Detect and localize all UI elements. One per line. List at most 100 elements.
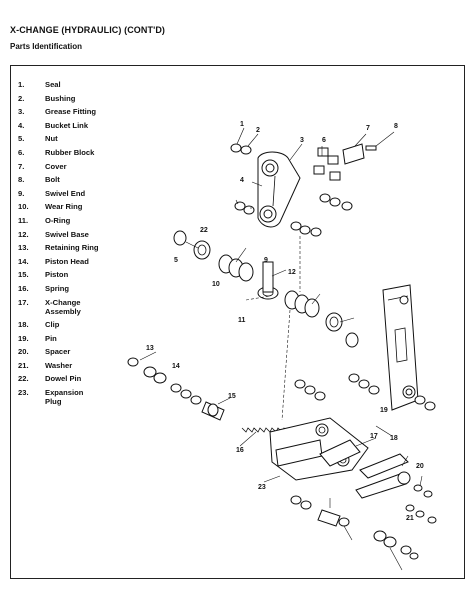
mid-right-seals — [294, 373, 436, 411]
legend-number: 14. — [18, 256, 29, 266]
legend-number: 13. — [18, 243, 29, 253]
page-title: X-CHANGE (HYDRAULIC) (CONT'D) — [10, 25, 166, 35]
legend-number: 3. — [18, 107, 25, 117]
legend-label: Bucket Link — [45, 120, 89, 130]
callout-20: 20 — [416, 463, 424, 470]
legend-label: Nut — [45, 134, 58, 144]
piston-stack-bottom — [290, 495, 419, 560]
callout-23: 23 — [258, 484, 266, 491]
callout-6: 6 — [322, 137, 326, 144]
legend-item: 20.Spacer — [18, 347, 148, 356]
legend-item: 16.Spring — [18, 284, 148, 293]
cover — [342, 143, 377, 165]
pin-right — [355, 453, 437, 524]
legend-item: 21. Washer — [18, 361, 148, 370]
callout-17: 17 — [370, 433, 378, 440]
legend-label: Bushing — [45, 93, 76, 103]
section-subtitle: Parts Identification — [10, 42, 83, 51]
piston-head-group — [284, 290, 359, 348]
piston-stack-left — [127, 357, 225, 421]
callout-2: 2 — [256, 127, 260, 134]
legend-label: O-Ring — [45, 215, 71, 225]
callout-11: 11 — [238, 317, 246, 324]
legend-label: Rubber Block — [45, 147, 95, 157]
legend-number: 5. — [18, 134, 25, 144]
legend-label: Cover — [45, 161, 67, 171]
legend-item: 11. O-Ring — [18, 216, 148, 225]
swivel-end — [173, 230, 254, 282]
callout-12: 12 — [288, 269, 296, 276]
legend-item: 4. Bucket Link — [18, 121, 148, 130]
legend-label: Piston Head — [45, 256, 89, 266]
callout-7: 7 — [366, 125, 370, 132]
callout-16: 16 — [236, 447, 244, 454]
callout-22: 22 — [200, 227, 208, 234]
legend-item: 10. Wear Ring — [18, 202, 148, 211]
callout-15: 15 — [228, 393, 236, 400]
callout-10: 10 — [212, 281, 220, 288]
legend-item: 7. Cover — [18, 162, 148, 171]
callout-4: 4 — [240, 177, 244, 184]
legend-number: 20. — [18, 347, 29, 357]
legend-number: 7. — [18, 161, 25, 171]
legend-number: 19. — [18, 333, 29, 343]
boom-arm — [382, 284, 419, 411]
legend-label: Expansion Plug — [45, 388, 84, 407]
legend-number: 2. — [18, 93, 25, 103]
legend-label: Grease Fitting — [45, 107, 97, 117]
legend-number: 10. — [18, 202, 29, 212]
legend-label: Spring — [45, 283, 70, 293]
legend-item: 12. Swivel Base — [18, 230, 148, 239]
legend-item: 13. Retaining Ring — [18, 243, 148, 252]
legend-label: Seal — [45, 80, 61, 89]
legend-number: 23. — [18, 388, 29, 398]
legend-item: 8.Bolt — [18, 175, 148, 184]
legend-number: 15. — [18, 270, 29, 280]
legend-number: 18. — [18, 320, 29, 330]
callout-8: 8 — [394, 123, 398, 130]
legend-label: Swivel Base — [45, 229, 89, 239]
legend-item: 18. Clip — [18, 320, 148, 329]
callout-3: 3 — [300, 137, 304, 144]
callout-19: 19 — [380, 407, 388, 414]
legend-item: 19. Pin — [18, 334, 148, 343]
legend-number: 4. — [18, 120, 25, 130]
legend-label: Retaining Ring — [45, 243, 99, 253]
callout-13: 13 — [146, 345, 154, 352]
legend-number: 17. — [18, 297, 29, 307]
legend-item: 17.X-Change Assembly — [18, 298, 148, 316]
legend-label: Piston — [45, 270, 69, 280]
legend-item: 23. Expansion Plug — [18, 388, 148, 406]
callout-21: 21 — [406, 515, 414, 522]
legend-label: Pin — [45, 333, 57, 343]
rubber-blocks — [313, 147, 341, 181]
legend-number: 11. — [18, 215, 29, 225]
leader-lines — [139, 127, 423, 571]
legend-label: Dowel Pin — [45, 374, 82, 384]
legend-number: 6. — [18, 147, 25, 157]
legend-item: 3. Grease Fitting — [18, 107, 148, 116]
legend-item: 5. Nut — [18, 134, 148, 143]
callout-14: 14 — [172, 363, 180, 370]
legend-item: 15. Piston — [18, 270, 148, 279]
legend-item: 1.Seal — [18, 80, 148, 89]
legend-number: 22. — [18, 374, 29, 384]
callout-18: 18 — [390, 435, 398, 442]
legend-number: 12. — [18, 229, 29, 239]
legend-label: Wear Ring — [45, 202, 83, 212]
legend-item: 2. Bushing — [18, 94, 148, 103]
legend-item: 6. Rubber Block — [18, 148, 148, 157]
legend-label: Swivel End — [45, 188, 86, 198]
callout-9: 9 — [264, 257, 268, 264]
swivel-base — [257, 261, 279, 300]
legend-label: Bolt — [45, 175, 60, 185]
upper-seals-left — [230, 143, 311, 235]
legend-item: 22. Dowel Pin — [18, 374, 148, 383]
legend-label: Washer — [45, 360, 73, 370]
callout-1: 1 — [240, 121, 244, 128]
legend-number: 21. — [18, 360, 29, 370]
callout-5: 5 — [174, 257, 178, 264]
parts-legend: 1.Seal 2. Bushing 3. Grease Fitting 4. Buck… — [18, 80, 148, 411]
legend-label: Clip — [45, 320, 60, 330]
